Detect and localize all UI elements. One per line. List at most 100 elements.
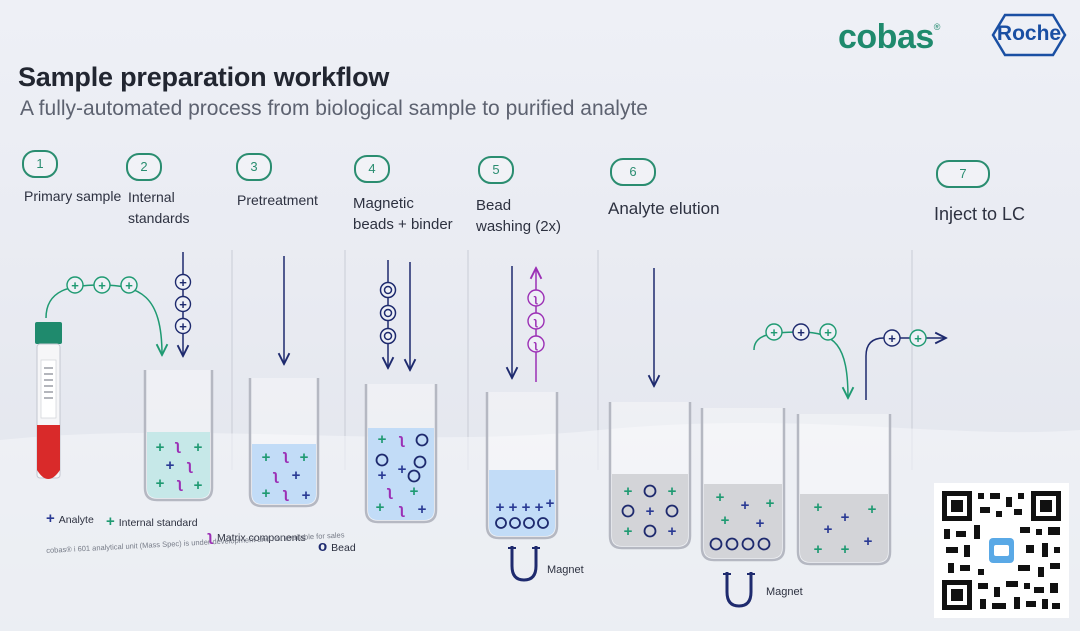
transfer-arrow-1 [45,284,162,355]
svg-text:+: + [766,495,775,512]
circled-matrix-components [527,289,545,353]
circled-transfer-species [765,323,837,341]
registered-mark: ® [933,22,941,32]
svg-text:+: + [398,461,407,478]
svg-text:+: + [646,503,655,520]
page-subtitle: A fully-automated process from biologica… [20,97,648,120]
svg-text:+: + [71,278,79,293]
step-1-label: Primary sample [24,188,122,204]
sample-tube-icon [35,322,62,479]
svg-text:+: + [262,449,271,466]
svg-text:+: + [194,477,203,494]
magnet-icon [508,546,540,582]
svg-text:ʅ: ʅ [177,475,184,492]
matrix-component-icon: ʅ [208,528,213,545]
svg-text:ʅ: ʅ [533,339,538,351]
svg-text:+: + [868,501,877,518]
svg-text:ʅ: ʅ [533,293,538,305]
svg-text:ʅ: ʅ [273,467,280,484]
svg-text:+: + [125,278,133,293]
beaker-6b: +++ ++ [700,408,786,562]
svg-text:+: + [194,439,203,456]
svg-text:+: + [410,483,419,500]
svg-text:ʅ: ʅ [187,457,194,474]
legend-analyte-label: Analyte [58,514,94,526]
svg-text:+: + [668,483,677,500]
svg-text:ʅ: ʅ [283,485,290,502]
qr-code[interactable] [934,483,1069,618]
roche-hexagon-icon [991,13,1067,57]
step-5-label: Bead washing (2x) [476,197,562,235]
circled-injected-species [883,329,927,347]
legend-internal-standard-label: Internal standard [118,517,198,529]
page-title: Sample preparation workflow [18,62,390,92]
step-3-number: 3 [236,153,272,181]
beaker-4: +ʅ ++ ʅ+ +ʅ+ [364,384,438,524]
step-2-label: Internal standards [128,189,190,226]
svg-text:+: + [624,523,633,540]
step-7-label: Inject to LC [934,204,1026,224]
svg-text:ʅ: ʅ [283,447,290,464]
step-6-number: 6 [610,158,656,186]
step-3-label: Pretreatment [237,192,318,208]
svg-text:+: + [179,319,187,334]
magnet-icon-2 [723,572,755,608]
circled-internal-standards [66,276,138,294]
svg-text:+: + [179,297,187,312]
svg-text:+: + [535,499,544,516]
svg-text:ʅ: ʅ [175,437,182,454]
svg-text:+: + [914,331,922,346]
magnet-label-1: Magnet [547,564,584,576]
svg-text:+: + [509,499,518,516]
roche-wordmark: Roche [996,22,1062,45]
svg-text:+: + [98,278,106,293]
analyte-icon: + [46,510,55,527]
svg-text:ʅ: ʅ [387,483,394,500]
svg-text:+: + [888,331,896,346]
svg-text:+: + [824,325,832,340]
legend-bead-label: Bead [331,542,356,554]
beaker-6a: ++ + ++ [608,402,692,550]
beaker-6c: +++ + +++ [796,414,892,566]
cobas-wordmark: cobas [838,18,934,56]
step-5-number: 5 [478,156,514,184]
bead-icon: o [318,538,328,555]
svg-text:+: + [841,541,850,558]
svg-text:ʅ: ʅ [399,501,406,518]
svg-text:+: + [716,489,725,506]
svg-text:+: + [814,499,823,516]
svg-text:+: + [179,275,187,290]
svg-text:+: + [741,497,750,514]
step-6-label: Analyte elution [608,199,720,218]
roche-logo: Roche [983,12,1075,60]
svg-text:+: + [496,499,505,516]
qr-code-icon [942,491,1061,610]
cobas-logo: cobas® [838,18,940,57]
svg-text:+: + [156,439,165,456]
svg-text:ʅ: ʅ [399,431,406,448]
svg-text:+: + [721,512,730,529]
transfer-arrow-6 [753,331,848,398]
circled-analytes-2 [174,273,192,335]
legend-analyte: +Analyte [46,510,94,527]
svg-text:+: + [166,457,175,474]
step-7-number: 7 [936,160,990,188]
beaker-2: +ʅ+ +ʅ +ʅ+ [143,370,214,502]
magnet-label-2: Magnet [766,586,803,598]
svg-text:+: + [624,483,633,500]
legend-matrix-label: Matrix components [217,532,306,544]
step-2-number: 2 [126,153,162,181]
svg-text:ʅ: ʅ [533,316,538,328]
legend-internal-standard: +Internal standard [106,513,198,530]
svg-text:+: + [824,521,833,538]
svg-text:+: + [756,515,765,532]
svg-text:+: + [262,485,271,502]
beaker-3: +ʅ+ ʅ+ +ʅ+ [248,378,320,508]
step-4-label: Magnetic beads + binder [353,195,453,233]
svg-text:+: + [841,509,850,526]
svg-text:+: + [770,325,778,340]
svg-text:+: + [814,541,823,558]
legend-matrix-components: ʅ Matrix components [208,528,306,545]
